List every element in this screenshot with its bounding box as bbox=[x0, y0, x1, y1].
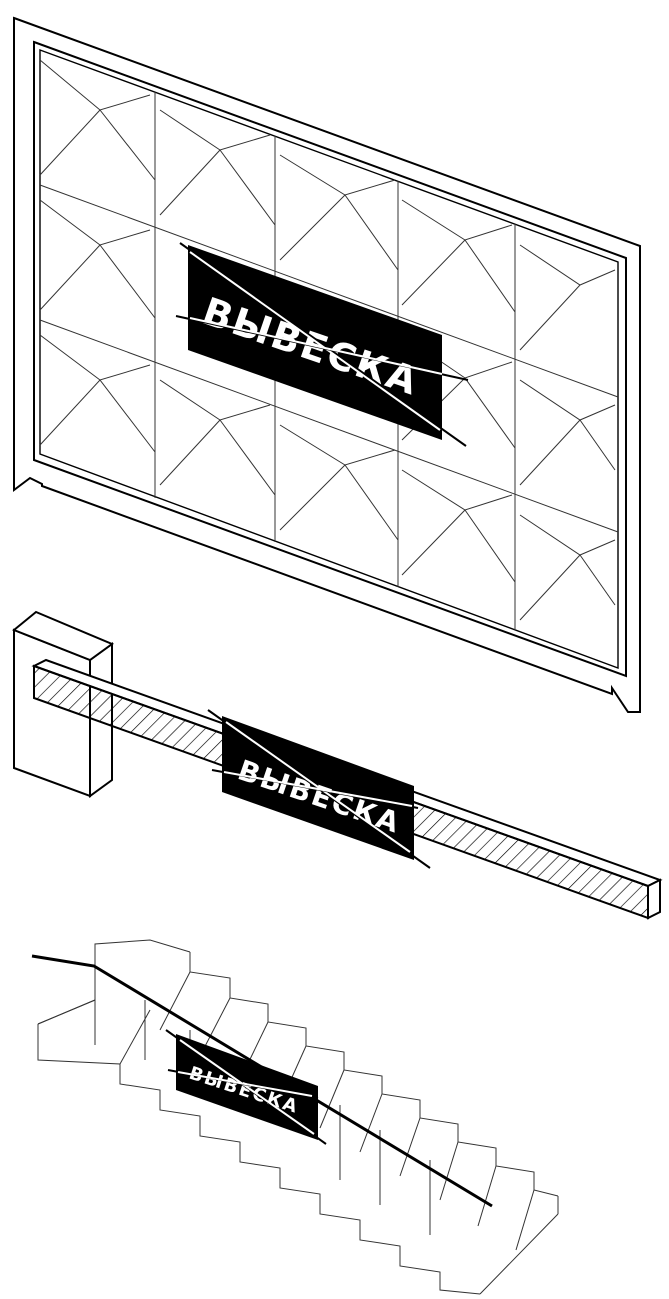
stairs-figure: ВЫВЕСКА bbox=[31, 939, 559, 1295]
panel-inner-edge bbox=[39, 48, 619, 670]
panel-facet-grid bbox=[39, 59, 619, 630]
stairs-nosings bbox=[37, 971, 559, 1295]
sign-3: ВЫВЕСКА bbox=[165, 1029, 327, 1145]
stairs-steps-upper bbox=[189, 952, 559, 1197]
sign-1-cross-a bbox=[179, 242, 467, 447]
handrail bbox=[31, 954, 493, 1208]
stairs-balusters bbox=[94, 968, 431, 1235]
beam-end bbox=[647, 878, 661, 920]
sign-2: ВЫВЕСКА bbox=[207, 709, 431, 869]
wall-panel-figure: ВЫВЕСКА bbox=[13, 16, 641, 713]
stairs-steps-lower bbox=[37, 1024, 481, 1295]
facet-pattern bbox=[39, 59, 616, 621]
column-top bbox=[12, 610, 115, 662]
